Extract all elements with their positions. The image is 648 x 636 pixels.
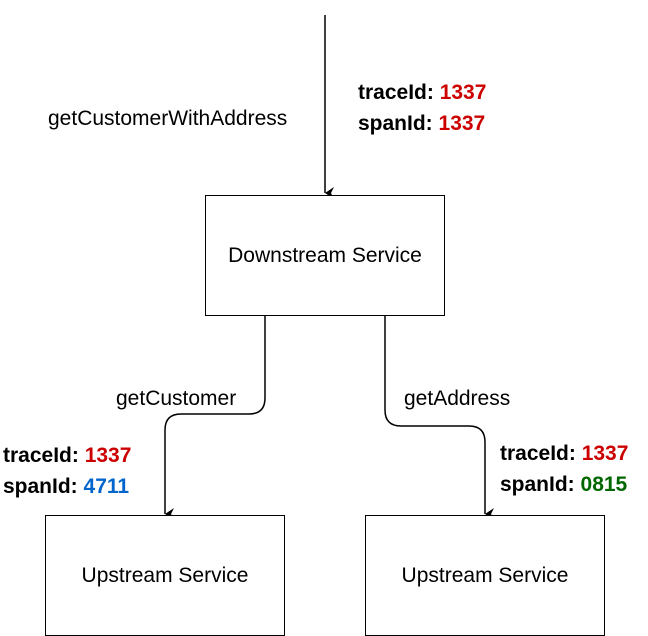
span-id-line: spanId: 0815 — [500, 469, 628, 500]
span-id-key: spanId: — [500, 473, 575, 496]
span-id-value: 0815 — [580, 473, 628, 496]
upstream-service-left-node[interactable]: Upstream Service — [45, 515, 285, 636]
span-id-line: spanId: 1337 — [358, 108, 486, 139]
trace-id-key: traceId: — [358, 81, 434, 104]
span-id-key: spanId: — [358, 112, 433, 135]
span-id-key: spanId: — [3, 475, 78, 498]
downstream-service-label: Downstream Service — [228, 243, 422, 267]
trace-tag-top: traceId: 1337 spanId: 1337 — [358, 77, 486, 139]
trace-id-value: 1337 — [439, 81, 487, 104]
trace-id-line: traceId: 1337 — [358, 77, 486, 108]
get-address-arrow — [384, 316, 494, 520]
trace-tag-left: traceId: 1337 spanId: 4711 — [3, 440, 131, 502]
downstream-service-node[interactable]: Downstream Service — [205, 195, 445, 316]
trace-id-value: 1337 — [84, 444, 132, 467]
trace-id-key: traceId: — [500, 442, 576, 465]
upstream-service-right-node[interactable]: Upstream Service — [365, 515, 605, 636]
trace-id-value: 1337 — [581, 442, 629, 465]
trace-id-key: traceId: — [3, 444, 79, 467]
span-id-value: 4711 — [83, 475, 130, 498]
upstream-service-left-label: Upstream Service — [81, 563, 249, 587]
incoming-edge-label: getCustomerWithAddress — [48, 107, 288, 130]
upstream-service-right-label: Upstream Service — [401, 563, 569, 587]
trace-id-line: traceId: 1337 — [3, 440, 131, 471]
trace-id-line: traceId: 1337 — [500, 438, 628, 469]
get-customer-edge-label: getCustomer — [116, 387, 237, 410]
span-id-value: 1337 — [438, 112, 486, 135]
get-customer-arrow — [164, 316, 266, 520]
trace-tag-right: traceId: 1337 spanId: 0815 — [500, 438, 628, 500]
get-address-edge-label: getAddress — [404, 387, 511, 410]
span-id-line: spanId: 4711 — [3, 471, 131, 502]
